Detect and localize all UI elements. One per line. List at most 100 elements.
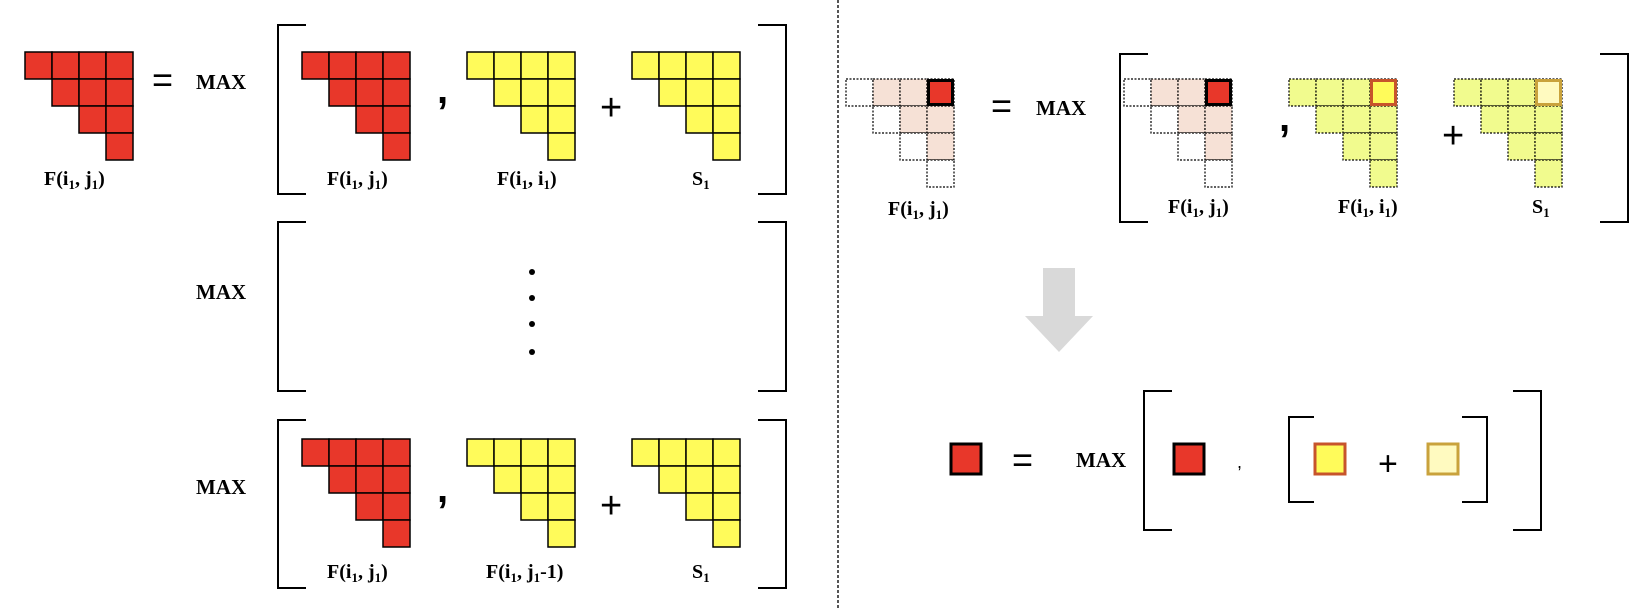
row1-label-t3: S1 <box>692 168 710 192</box>
grid-cell <box>105 51 134 80</box>
grid-cell <box>712 105 741 134</box>
grid-cell <box>355 105 384 134</box>
highlight-cell <box>927 79 954 106</box>
grid-cell <box>466 438 495 467</box>
grid-cell <box>493 51 522 80</box>
grid-cell <box>355 438 384 467</box>
row1-label-t1: F(i1, j1) <box>327 168 388 192</box>
rhs-lhs-triangle-highlighted <box>845 78 955 188</box>
grid-cell <box>845 78 874 107</box>
grid-cell <box>382 51 411 80</box>
bracket-bottom-outer <box>1143 390 1542 531</box>
plus-row3: + <box>600 485 622 527</box>
max-label-row2: MAX <box>196 280 246 304</box>
grid-cell <box>328 78 357 107</box>
max-label-row1: MAX <box>196 70 246 94</box>
grid-cell <box>658 465 687 494</box>
right-label-t1: F(i1, j1) <box>1168 196 1229 220</box>
bracket-row2 <box>277 221 787 392</box>
grid-cell <box>1123 78 1152 107</box>
right-label-t3: S1 <box>1532 196 1550 220</box>
grid-cell <box>547 132 576 161</box>
plus-row1: + <box>600 87 622 129</box>
grid-cell <box>1150 78 1179 107</box>
grid-cell <box>631 51 660 80</box>
grid-cell <box>926 159 955 188</box>
grid-cell <box>520 105 549 134</box>
comma-bottom: , <box>1237 452 1242 472</box>
grid-cell <box>1177 78 1206 107</box>
grid-cell <box>328 465 357 494</box>
comma-row1: , <box>437 68 448 112</box>
bracket-row3 <box>277 419 787 589</box>
grid-cell <box>1315 78 1344 107</box>
grid-cell <box>51 51 80 80</box>
grid-cell <box>547 519 576 548</box>
grid-cell <box>685 51 714 80</box>
grid-cell <box>1480 78 1509 107</box>
grid-cell <box>1534 159 1563 188</box>
grid-cell <box>1369 159 1398 188</box>
grid-cell <box>520 465 549 494</box>
grid-cell <box>78 51 107 80</box>
grid-cell <box>1204 132 1233 161</box>
grid-cell <box>1342 132 1371 161</box>
max-label-right: MAX <box>1036 96 1086 120</box>
row3-label-t3: S1 <box>692 561 710 585</box>
grid-cell <box>1288 78 1317 107</box>
grid-cell <box>712 438 741 467</box>
grid-cell <box>1342 78 1371 107</box>
grid-cell <box>658 438 687 467</box>
grid-cell <box>685 465 714 494</box>
grid-cell <box>382 492 411 521</box>
grid-cell <box>1315 105 1344 134</box>
grid-cell <box>685 438 714 467</box>
grid-cell <box>78 105 107 134</box>
comma-right: , <box>1279 96 1290 140</box>
grid-cell <box>382 438 411 467</box>
grid-cell <box>685 78 714 107</box>
grid-cell <box>899 105 928 134</box>
right-triangle-f-ii-highlighted <box>1288 78 1398 188</box>
max-label-bottom: MAX <box>1076 448 1126 472</box>
bracket-row1 <box>277 24 787 195</box>
highlight-cell <box>1535 79 1562 106</box>
grid-cell <box>382 519 411 548</box>
right-triangle-s-highlighted <box>1453 78 1563 188</box>
grid-cell <box>685 492 714 521</box>
grid-cell <box>355 78 384 107</box>
grid-cell <box>1204 159 1233 188</box>
grid-cell <box>658 78 687 107</box>
grid-cell <box>712 465 741 494</box>
grid-cell <box>547 492 576 521</box>
grid-cell <box>328 51 357 80</box>
bracket-bottom-inner <box>1288 416 1488 503</box>
right-label-t2: F(i1, i1) <box>1338 196 1398 220</box>
grid-cell <box>872 105 901 134</box>
grid-cell <box>382 465 411 494</box>
row3-triangle-red <box>301 438 411 548</box>
grid-cell <box>712 78 741 107</box>
grid-cell <box>355 465 384 494</box>
grid-cell <box>899 78 928 107</box>
row1-triangle-yellow-s <box>631 51 741 161</box>
grid-cell <box>1453 78 1482 107</box>
grid-cell <box>493 465 522 494</box>
term-cell-yellow <box>1313 442 1347 476</box>
grid-cell <box>899 132 928 161</box>
grid-cell <box>1480 105 1509 134</box>
down-arrow-icon <box>1025 268 1093 352</box>
equals-sign-right: = <box>991 85 1012 126</box>
grid-cell <box>547 51 576 80</box>
grid-cell <box>382 78 411 107</box>
grid-cell <box>24 51 53 80</box>
grid-cell <box>1204 105 1233 134</box>
grid-cell <box>328 438 357 467</box>
grid-cell <box>1177 132 1206 161</box>
grid-cell <box>926 132 955 161</box>
grid-cell <box>872 78 901 107</box>
row1-triangle-yellow-f <box>466 51 576 161</box>
grid-cell <box>547 78 576 107</box>
grid-cell <box>382 132 411 161</box>
grid-cell <box>712 51 741 80</box>
